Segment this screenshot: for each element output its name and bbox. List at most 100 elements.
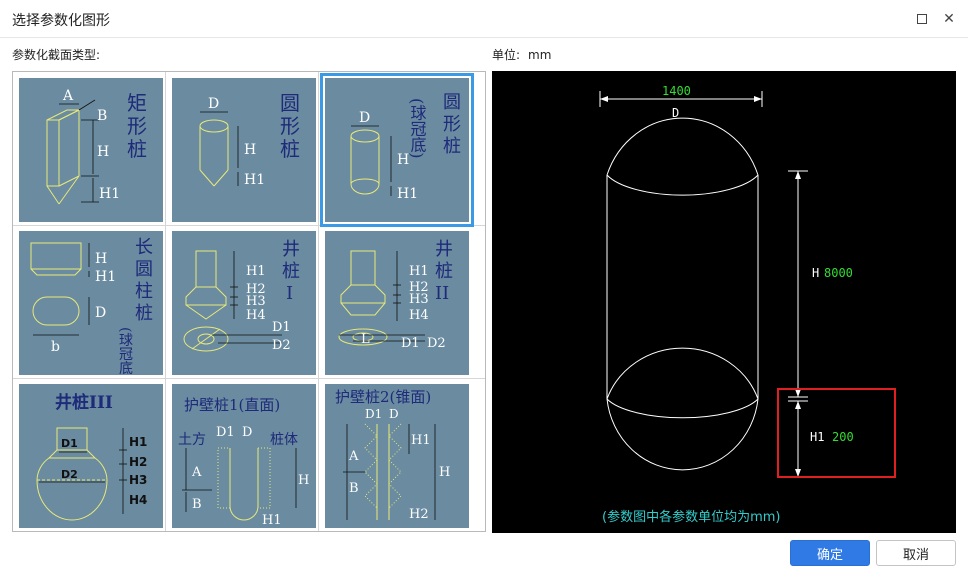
tile-retaining-pile-straight[interactable]: 护壁桩1(直面) 土方 D1 D 桩体 A B H H1 <box>172 384 316 528</box>
tile-label: H <box>95 251 107 267</box>
tile-label: D2 <box>61 468 78 481</box>
tile-label: H1 <box>411 433 431 448</box>
tile-label: H4 <box>129 493 147 507</box>
tile-label: H1 <box>246 264 266 279</box>
tile-label: L <box>361 332 370 347</box>
tile-name-sub: (球冠底) <box>117 327 133 375</box>
tile-label: H2 <box>129 455 147 469</box>
tile-label: H3 <box>246 294 266 309</box>
tile-label: D <box>95 305 106 321</box>
tile-label: H1 <box>262 513 282 528</box>
tile-label: H3 <box>409 292 429 307</box>
tile-name: 桩 <box>282 261 300 282</box>
tile-label: D2 <box>272 338 291 353</box>
tile-round-pile[interactable]: D H H1 圆 形 桩 <box>172 78 316 222</box>
tile-label: D <box>242 425 252 440</box>
tile-label: D1 <box>401 336 420 351</box>
preview-canvas: 1400 D H 8000 H1 200 (参数图中各参数单位均为mm) <box>492 71 956 533</box>
tile-label: D1 <box>61 437 78 450</box>
tile-name: 护壁桩2(锥面) <box>335 388 431 406</box>
tile-label: H <box>397 152 409 168</box>
tile-label: D2 <box>427 336 446 351</box>
tile-name: 桩 <box>435 261 453 282</box>
tile-well-pile-2[interactable]: H1 H2 H3 H4 L D1 D2 井 桩 II <box>325 231 469 375</box>
close-icon[interactable]: ✕ <box>943 11 955 27</box>
dim-value-d: 1400 <box>662 84 691 98</box>
grid-divider <box>165 72 166 531</box>
tile-name: 矩 <box>127 91 147 115</box>
tile-name: 形 <box>280 114 300 138</box>
title-bar: 选择参数化图形 ✕ <box>0 0 968 38</box>
tile-label: H1 <box>95 269 116 285</box>
tile-name: 桩 <box>280 137 300 161</box>
tile-label: A <box>191 465 202 480</box>
grid-divider <box>13 378 485 379</box>
tile-well-pile-1[interactable]: H1 H2 H3 H4 D1 D2 井 桩 I <box>172 231 316 375</box>
tile-name: 圆 <box>135 259 153 280</box>
tile-name: 圆 <box>280 91 300 115</box>
tile-name: 井 <box>282 239 300 260</box>
tile-label: H <box>244 142 256 158</box>
tile-well-pile-3[interactable]: 井桩III D1 D2 H1 H2 H3 H4 <box>19 384 163 528</box>
tile-label: D <box>208 96 219 112</box>
tile-label: H1 <box>409 264 429 279</box>
grid-divider <box>318 72 319 531</box>
tile-name: 桩 <box>135 303 153 324</box>
tile-rectangular-pile[interactable]: A B H H1 矩 形 桩 <box>19 78 163 222</box>
tile-label: H <box>439 465 450 480</box>
unit-value: mm <box>528 48 552 62</box>
tile-name: 桩 <box>127 137 147 161</box>
tile-retaining-pile-conical[interactable]: 护壁桩2(锥面) D1 D H1 A B H H2 <box>325 384 469 528</box>
tile-label: H2 <box>409 507 429 522</box>
tile-label: 桩体 <box>270 431 298 448</box>
tile-name: 井 <box>435 239 453 260</box>
tile-name: 形 <box>443 114 461 135</box>
tile-label: D1 <box>365 407 382 421</box>
tile-label: D1 <box>216 425 235 440</box>
tile-name: I <box>286 283 293 304</box>
tile-label: A <box>62 88 74 104</box>
tile-label: H <box>97 144 109 160</box>
dim-value-h1: 200 <box>832 430 854 444</box>
cancel-button[interactable]: 取消 <box>876 540 956 566</box>
tile-label: H1 <box>99 186 120 202</box>
preview-note: (参数图中各参数单位均为mm) <box>602 509 780 525</box>
tile-label: H1 <box>129 435 147 449</box>
unit-label: 单位:mm <box>492 46 551 63</box>
dim-name-h: H <box>812 266 819 280</box>
tile-name: II <box>435 283 449 304</box>
tile-label: H4 <box>246 308 266 323</box>
window-title: 选择参数化图形 <box>12 13 110 29</box>
tile-label: H3 <box>129 473 147 487</box>
tile-name-sub: (球冠底) <box>408 98 427 158</box>
tile-oblong-pile-cap-bottom[interactable]: H H1 D b 长 圆 柱 桩 (球冠底) <box>19 231 163 375</box>
dim-value-h: 8000 <box>824 266 853 280</box>
tile-name: 圆 <box>443 92 461 113</box>
ok-button[interactable]: 确定 <box>790 540 870 566</box>
tile-label: H1 <box>397 186 418 202</box>
tile-name: 护壁桩1(直面) <box>184 396 280 414</box>
tile-label: H2 <box>246 282 266 297</box>
tile-label: D1 <box>272 320 291 335</box>
tile-name: 桩 <box>443 136 461 157</box>
tile-label: H1 <box>244 172 265 188</box>
tile-label: B <box>349 481 359 496</box>
tile-name: 长 <box>135 237 153 258</box>
tile-round-pile-cap-bottom[interactable]: D H H1 圆 形 桩 (球冠底) <box>320 73 474 227</box>
tile-label: B <box>192 497 202 512</box>
tile-name: 柱 <box>135 281 153 302</box>
tile-label: B <box>97 108 107 124</box>
shape-gallery: A B H H1 矩 形 桩 D H H1 圆 形 桩 <box>12 71 486 532</box>
section-type-label: 参数化截面类型: <box>12 48 101 62</box>
dim-name-d: D <box>672 106 679 120</box>
tile-label: H <box>298 473 309 488</box>
maximize-icon[interactable] <box>912 9 932 29</box>
tile-label: H2 <box>409 280 429 295</box>
tile-label: H4 <box>409 308 429 323</box>
tile-label: b <box>51 339 60 355</box>
tile-label: 土方 <box>178 432 206 448</box>
tile-label: D <box>389 407 399 421</box>
tile-name: 井桩III <box>55 392 113 413</box>
tile-label: D <box>359 110 370 126</box>
dim-name-h1: H1 <box>810 430 824 444</box>
